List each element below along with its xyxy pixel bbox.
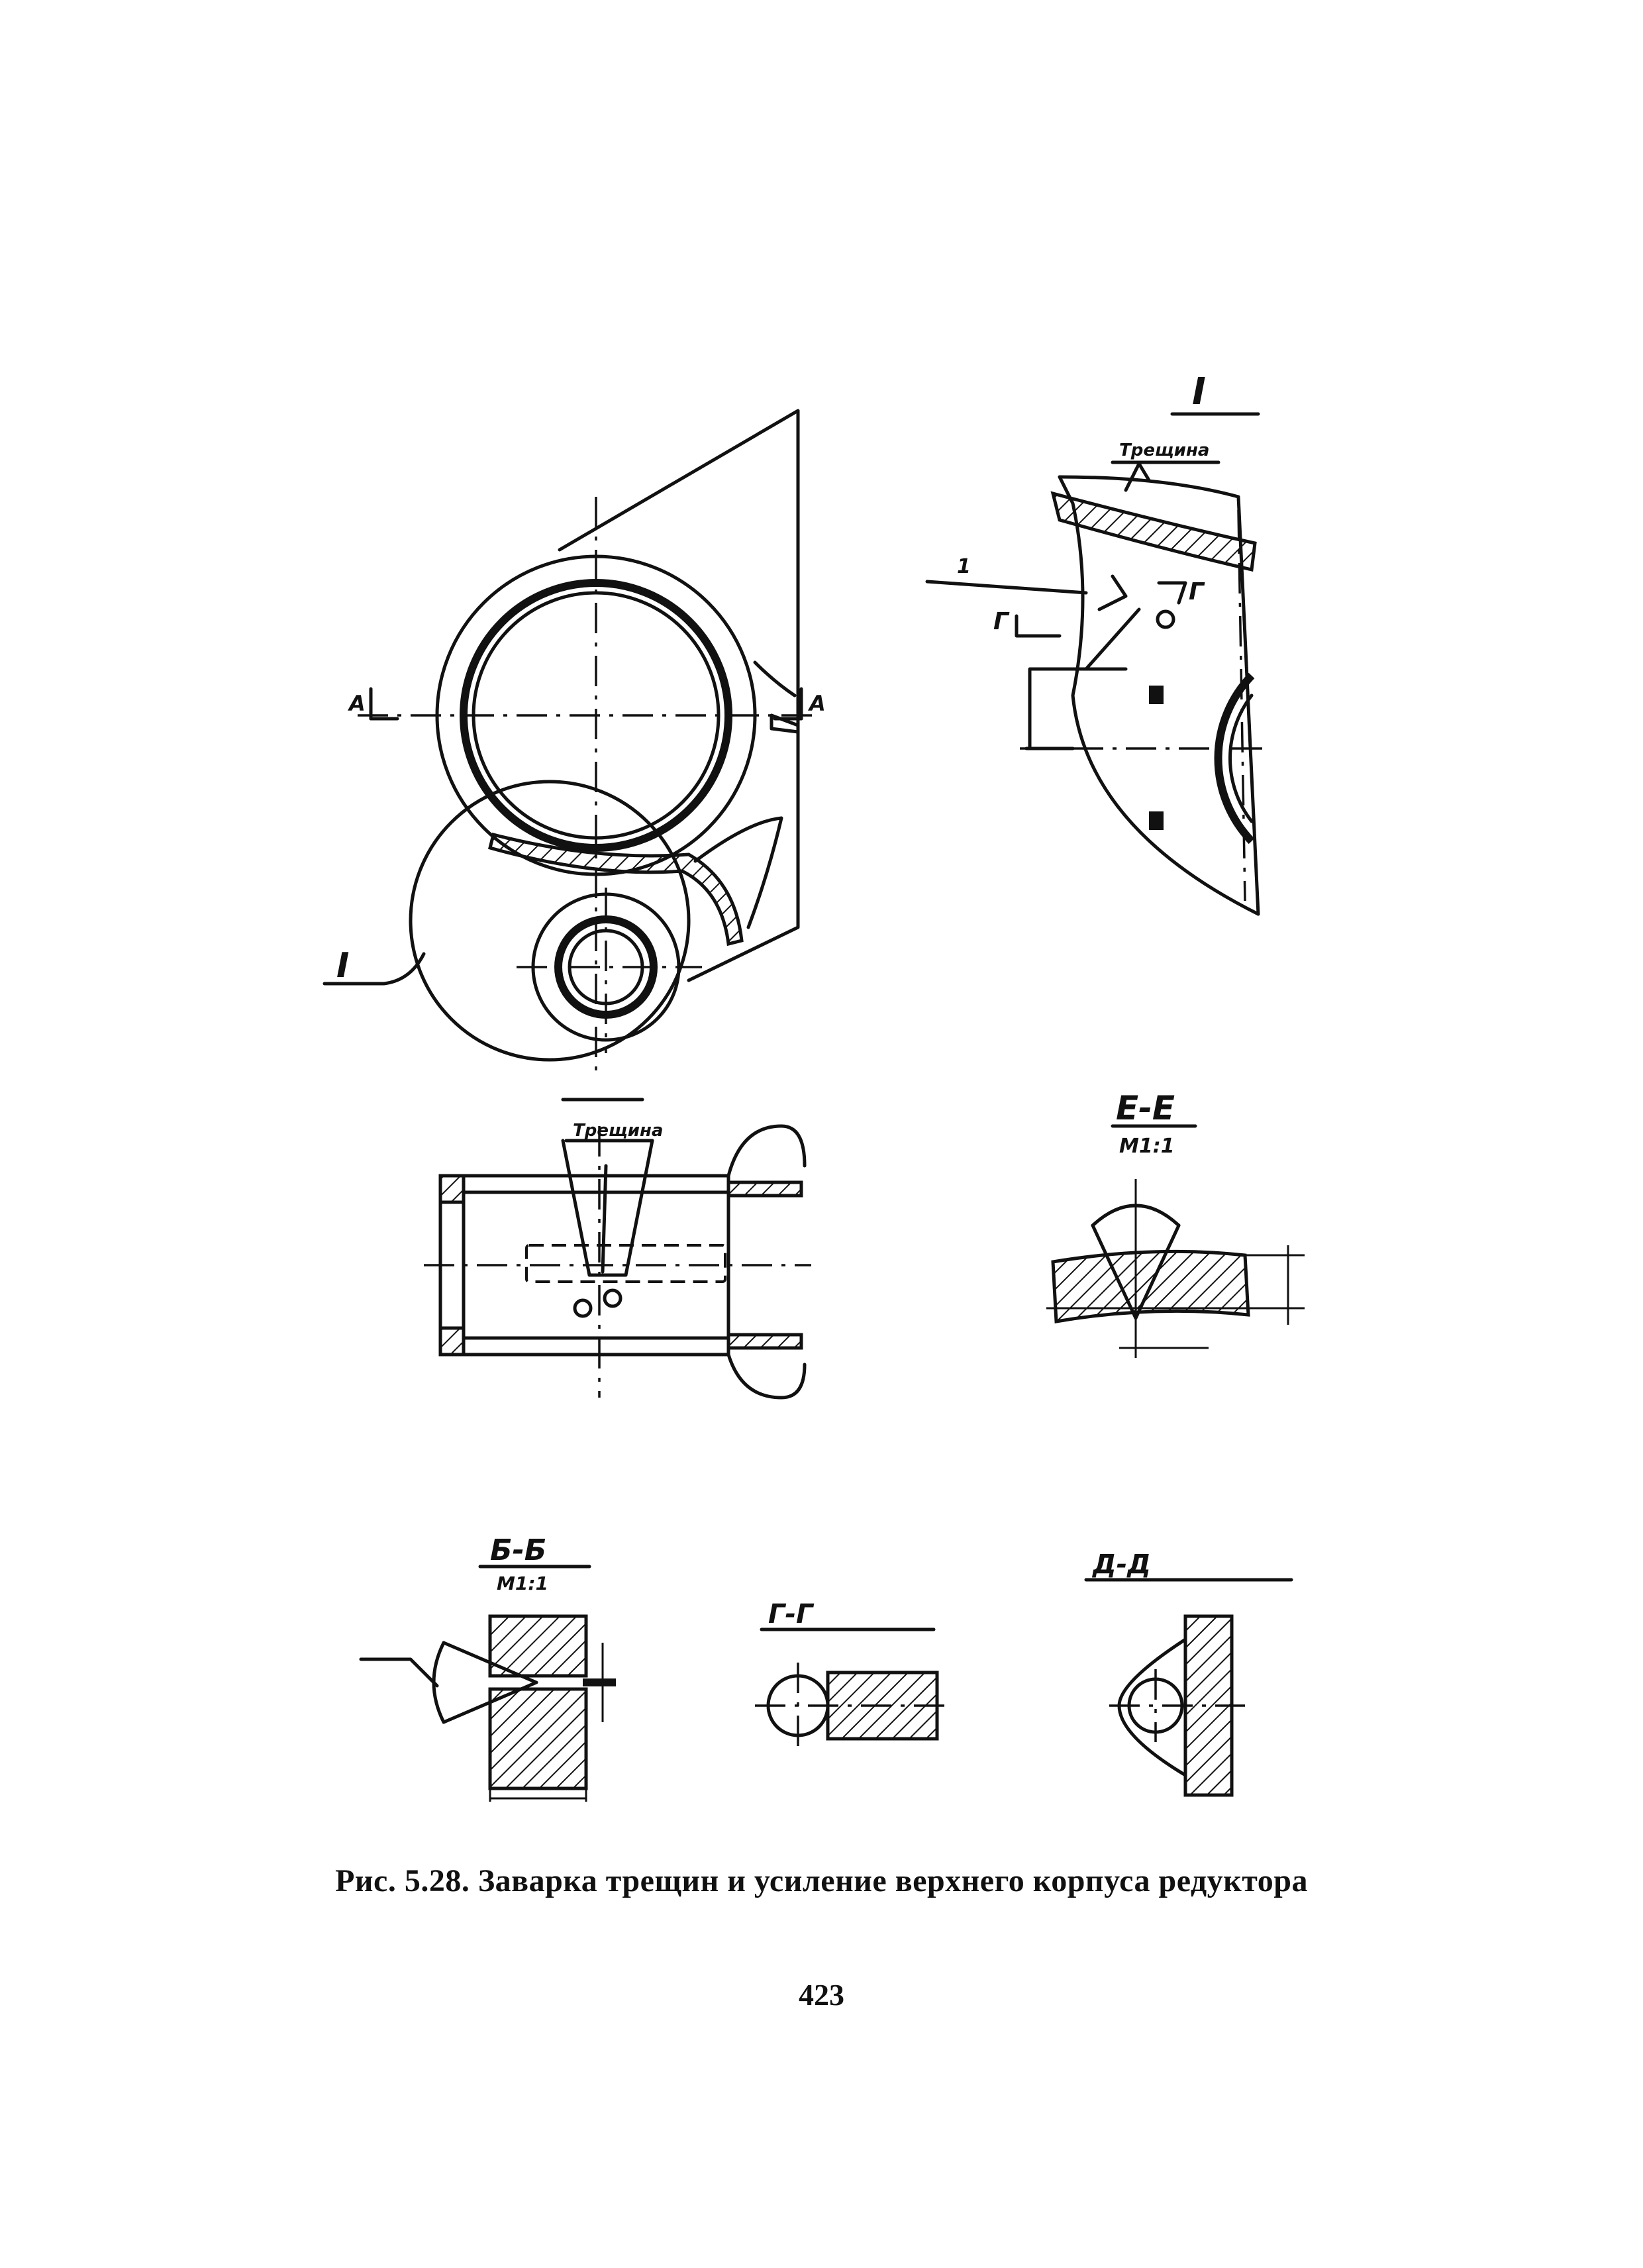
detail-i-view: I Трещина 1 Г Г bbox=[925, 370, 1271, 916]
section-g-view: Г-Г bbox=[755, 1599, 947, 1749]
detail-i-title: I bbox=[1192, 370, 1206, 413]
section-a-left-label: А bbox=[347, 691, 366, 716]
section-e-view: Е-Е М1:1 bbox=[1046, 1089, 1305, 1358]
mark-g-right: Г bbox=[1189, 578, 1205, 605]
section-d-view: Д-Д bbox=[1084, 1549, 1293, 1797]
section-e-scale: М1:1 bbox=[1119, 1135, 1175, 1158]
section-b-view: Б-Б М1:1 bbox=[359, 1533, 616, 1802]
detail-i-label: I bbox=[336, 946, 349, 986]
main-view: А А I bbox=[323, 409, 826, 1073]
section-g-title: Г-Г bbox=[768, 1599, 815, 1629]
section-d-title: Д-Д bbox=[1091, 1549, 1151, 1580]
plan-crack-label: Трещина bbox=[573, 1121, 663, 1141]
mark-g-left: Г bbox=[993, 608, 1010, 635]
section-a-right-label: А bbox=[807, 691, 826, 716]
section-b-scale: М1:1 bbox=[497, 1572, 548, 1594]
figure-caption: Рис. 5.28. Заварка трещин и усиление вер… bbox=[335, 1863, 1308, 1898]
page-number: 423 bbox=[799, 1978, 844, 2012]
plan-view: Трещина bbox=[424, 1098, 811, 1400]
section-b-title: Б-Б bbox=[490, 1533, 546, 1567]
section-e-title: Е-Е bbox=[1116, 1089, 1175, 1127]
detail-crack-label: Трещина bbox=[1119, 440, 1209, 460]
leader-1-label: 1 bbox=[957, 555, 971, 578]
